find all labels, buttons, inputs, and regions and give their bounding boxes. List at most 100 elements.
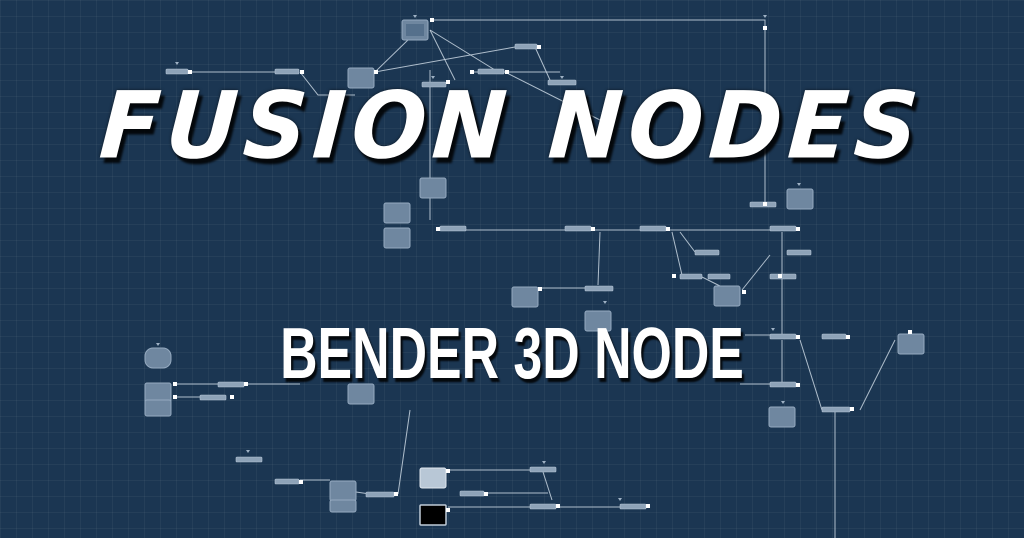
node-tile <box>144 399 172 417</box>
node-bar <box>439 225 467 232</box>
output-port <box>796 335 800 339</box>
input-arrow-icon <box>246 450 250 453</box>
node-bar <box>564 225 592 232</box>
node-tile <box>786 188 814 210</box>
output-port <box>173 395 177 399</box>
node-tile-black-viewer <box>419 504 447 526</box>
node-bar <box>514 43 538 50</box>
connection-wire <box>741 254 771 291</box>
node-tile <box>584 310 612 332</box>
output-port <box>537 45 541 49</box>
node-bar <box>821 406 851 413</box>
node-bar <box>421 81 447 88</box>
input-markers <box>156 15 801 501</box>
node-bar <box>786 249 812 256</box>
output-port <box>394 492 398 496</box>
output-port <box>244 382 248 386</box>
connection-wire <box>429 29 496 71</box>
node-bar <box>274 478 300 485</box>
node-bar <box>459 490 485 497</box>
output-port <box>300 70 304 74</box>
input-arrow-icon <box>797 183 801 186</box>
node-tiles[interactable] <box>144 19 925 526</box>
node-tile <box>144 347 172 369</box>
node-ports[interactable] <box>173 18 912 512</box>
connection-wire <box>597 231 601 286</box>
banner-title: FUSION NODES <box>96 71 928 180</box>
output-port <box>646 504 650 508</box>
input-arrow-icon <box>781 401 785 404</box>
output-port <box>763 26 767 30</box>
output-port <box>796 383 800 387</box>
node-tile <box>511 286 539 308</box>
input-arrow-icon <box>413 15 417 18</box>
connection-wire <box>671 231 683 276</box>
node-bar <box>379 91 405 98</box>
connection-wire <box>542 471 553 501</box>
node-bar <box>477 68 505 75</box>
output-port <box>446 469 450 473</box>
node-tile-highlighted <box>419 467 447 489</box>
node-tile <box>897 333 925 355</box>
node-tile-thumbnail <box>406 24 424 36</box>
node-bar <box>707 273 731 280</box>
node-bar <box>639 225 667 232</box>
node-bar <box>679 273 703 280</box>
output-port <box>742 290 746 294</box>
output-port <box>778 274 782 278</box>
input-arrow-icon <box>175 62 179 65</box>
output-port <box>230 395 234 399</box>
node-bar <box>235 456 263 463</box>
connection-wire <box>430 19 766 205</box>
node-bar <box>274 68 300 75</box>
input-arrow-icon <box>431 76 435 79</box>
node-tile <box>768 406 796 428</box>
node-tile <box>383 227 411 249</box>
connection-wire <box>679 231 696 253</box>
output-port <box>173 382 177 386</box>
node-bar <box>769 225 797 232</box>
connection-wire <box>859 339 896 411</box>
node-bar <box>529 503 557 510</box>
output-port <box>666 227 670 231</box>
connection-wire <box>299 71 355 96</box>
banner-subtitle: BENDER 3D NODE <box>280 314 744 394</box>
output-port <box>484 492 488 496</box>
output-port <box>850 407 854 411</box>
node-tile <box>347 383 375 405</box>
node-tile <box>383 202 411 224</box>
output-port <box>188 70 192 74</box>
output-port <box>796 227 800 231</box>
node-bar <box>619 503 647 510</box>
node-tile <box>347 67 375 89</box>
node-tile <box>419 177 447 199</box>
output-port <box>908 330 912 334</box>
connection-wire <box>397 409 411 495</box>
node-bar <box>694 249 720 256</box>
connection-wire <box>799 339 823 411</box>
node-bar <box>529 466 557 473</box>
output-port <box>846 335 850 339</box>
output-port <box>470 70 474 74</box>
output-port <box>591 227 595 231</box>
input-arrow-icon <box>156 343 160 346</box>
output-port <box>505 70 509 74</box>
connection-wire <box>504 71 601 121</box>
node-bar <box>547 79 577 86</box>
input-arrow-icon <box>542 461 546 464</box>
node-bar <box>199 394 227 401</box>
output-port <box>763 202 767 206</box>
output-port <box>436 227 440 231</box>
output-port <box>672 274 676 278</box>
input-arrow-icon <box>771 328 775 331</box>
output-port <box>430 18 434 22</box>
node-tile <box>329 499 357 513</box>
node-bar <box>584 285 614 292</box>
input-arrow-icon <box>603 301 607 304</box>
node-bars[interactable] <box>165 43 851 510</box>
connection-wire <box>374 37 411 73</box>
output-port <box>556 504 560 508</box>
output-port <box>374 70 378 74</box>
